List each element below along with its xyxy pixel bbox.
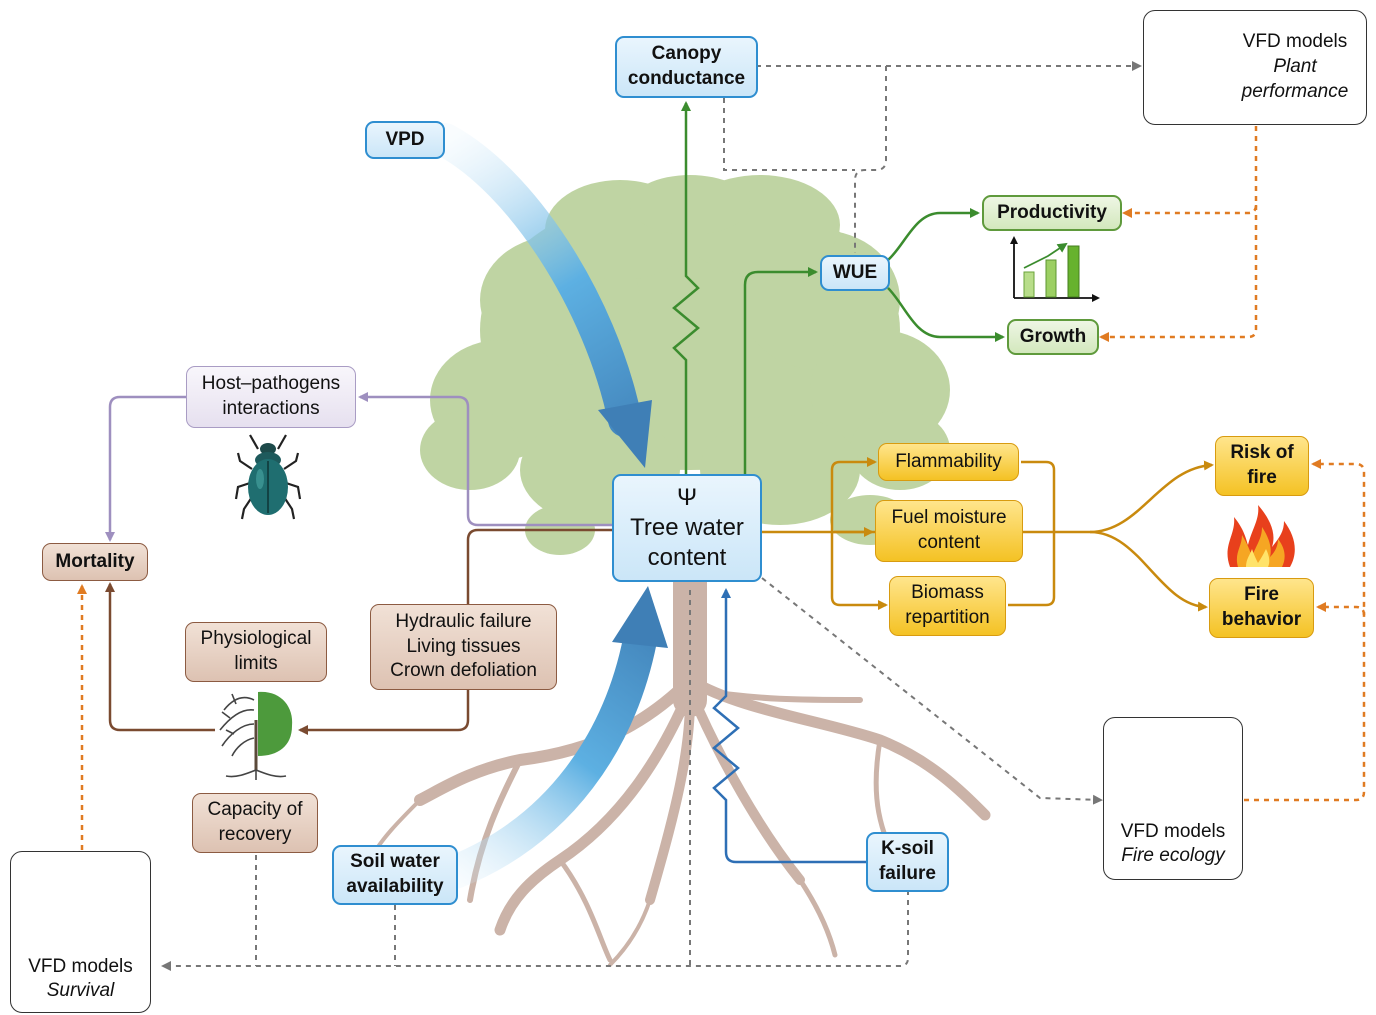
- center-line1: Tree water: [630, 514, 744, 541]
- mortality-node: Mortality: [42, 543, 148, 581]
- risk-line1: Risk of: [1230, 442, 1294, 464]
- link-plant-model-out: [1122, 126, 1258, 218]
- hydraulic-line3: Crown defoliation: [390, 660, 537, 682]
- canopy-conductance-line2: conductance: [627, 68, 746, 89]
- bar-chart-icon: [1010, 236, 1100, 302]
- link-center-hydraulic: [466, 528, 612, 605]
- physio-line1: Physiological: [200, 628, 312, 650]
- link-split-flammability: [830, 457, 877, 532]
- link-to-risk: [1089, 460, 1214, 534]
- canopy-conductance-line1: Canopy: [651, 43, 722, 65]
- vfd-fire-sub: Fire ecology: [1121, 845, 1225, 867]
- vfd-fire-ecology-node: VFD models Fire ecology: [1103, 717, 1243, 880]
- productivity-label: Productivity: [997, 201, 1107, 223]
- vpd-arrowhead: [598, 400, 652, 468]
- link-wue-growth: [887, 287, 1005, 342]
- flammability-label: Flammability: [895, 450, 1002, 472]
- mortality-label: Mortality: [55, 550, 135, 572]
- physio-line2: limits: [234, 653, 278, 674]
- biomass-line2: repartition: [905, 607, 990, 628]
- link-gray-wue: [854, 66, 887, 253]
- hydraulic-failure-node: Hydraulic failure Living tissues Crown d…: [370, 604, 557, 690]
- link-flammability-join: [1008, 460, 1056, 607]
- growth-label: Growth: [1019, 325, 1087, 347]
- link-center-fire-model: [761, 577, 1103, 805]
- vpd-arrow: [428, 123, 642, 437]
- fuel-line1: Fuel moisture: [891, 507, 1007, 529]
- behavior-line2: behavior: [1221, 609, 1302, 630]
- wue-label: WUE: [832, 261, 878, 283]
- risk-line2: fire: [1247, 467, 1277, 488]
- flammability-node: Flammability: [878, 443, 1019, 481]
- beetle-icon: [234, 434, 302, 520]
- wue-node: WUE: [820, 255, 890, 291]
- ksoil-line2: failure: [878, 863, 937, 884]
- link-survival-bottom: [161, 890, 909, 971]
- hydraulic-line1: Hydraulic failure: [395, 610, 532, 632]
- risk-of-fire-node: Risk of fire: [1215, 436, 1309, 496]
- soil-arrow: [438, 623, 657, 889]
- link-ksoil-center: [712, 588, 866, 864]
- hydraulic-line2: Living tissues: [406, 635, 521, 657]
- productivity-node: Productivity: [982, 195, 1122, 231]
- fire-behavior-node: Fire behavior: [1209, 578, 1314, 638]
- link-gray-center: [723, 98, 855, 171]
- growth-node: Growth: [1007, 319, 1099, 355]
- vfd-survival-node: VFD models Survival: [10, 851, 151, 1013]
- vfd-plant-title: VFD models: [1242, 31, 1348, 53]
- link-plant-model-growth: [1099, 205, 1258, 342]
- ksoil-line1: K-soil: [881, 838, 934, 860]
- vpd-label: VPD: [385, 128, 425, 150]
- host-line2: interactions: [222, 398, 320, 419]
- vfd-survival-title: VFD models: [28, 955, 133, 977]
- fuel-moisture-node: Fuel moisture content: [875, 500, 1023, 562]
- capacity-line2: recovery: [218, 824, 292, 845]
- half-dead-tree-icon: [219, 691, 293, 780]
- psi-symbol: Ψ: [676, 484, 698, 511]
- link-fire-model-behavior: [1316, 602, 1366, 616]
- link-center-host: [358, 392, 612, 527]
- link-center-canopy: [672, 101, 700, 475]
- vfd-plant-sub2: performance: [1241, 80, 1349, 102]
- vfd-fire-title: VFD models: [1120, 820, 1226, 842]
- canopy-conductance-node: Canopy conductance: [615, 36, 758, 98]
- vfd-plant-sub1: Plant: [1273, 56, 1317, 78]
- fuel-line2: content: [917, 532, 981, 553]
- soil-arrowhead: [612, 586, 668, 648]
- capacity-line1: Capacity of: [207, 799, 303, 821]
- soil-line2: availability: [346, 876, 444, 897]
- tree-water-content-node: Ψ Tree water content: [612, 474, 762, 582]
- capacity-recovery-node: Capacity of recovery: [192, 793, 318, 853]
- flames-icon: [1227, 505, 1295, 567]
- link-wue-productivity: [887, 208, 980, 261]
- biomass-line1: Biomass: [911, 582, 984, 604]
- link-center-wue: [743, 267, 818, 475]
- behavior-line1: Fire: [1244, 584, 1279, 606]
- soil-line1: Soil water: [350, 851, 440, 873]
- link-host-mortality: [105, 395, 188, 542]
- vfd-plant-performance-node: VFD models Plant performance: [1143, 10, 1367, 125]
- link-to-behavior: [1089, 530, 1208, 612]
- physiological-limits-node: Physiological limits: [185, 622, 327, 682]
- link-fire-model-out: [1244, 459, 1366, 802]
- vpd-node: VPD: [365, 121, 445, 159]
- link-split-biomass: [830, 532, 888, 610]
- center-line2: content: [647, 544, 727, 571]
- soil-water-node: Soil water availability: [332, 845, 458, 905]
- vfd-survival-sub: Survival: [46, 980, 115, 1002]
- biomass-repartition-node: Biomass repartition: [889, 576, 1006, 636]
- link-tree-mortality: [105, 582, 215, 732]
- link-hydraulic-tree: [298, 690, 470, 735]
- k-soil-failure-node: K-soil failure: [866, 832, 949, 892]
- host-line1: Host–pathogens: [201, 373, 341, 395]
- host-pathogens-node: Host–pathogens interactions: [186, 366, 356, 428]
